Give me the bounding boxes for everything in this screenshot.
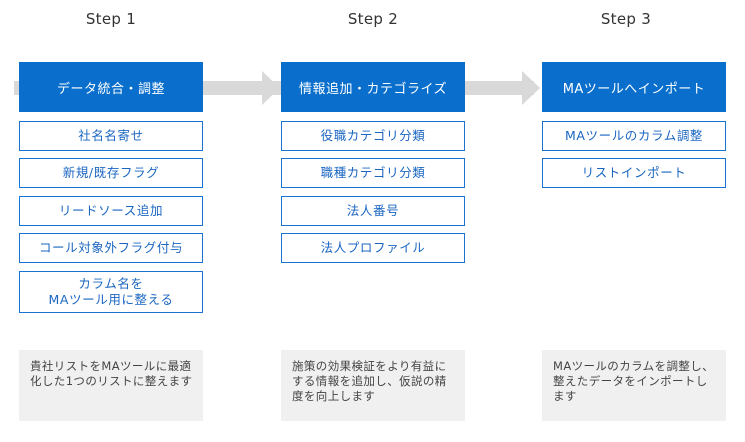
step-1-header: データ統合・調整 xyxy=(19,62,203,112)
step-1-item: 社名名寄せ xyxy=(19,121,203,151)
step-2-item: 法人番号 xyxy=(281,196,465,226)
step-1-item: カラム名を MAツール用に整える xyxy=(19,271,203,313)
step-3-item: MAツールのカラム調整 xyxy=(542,121,726,151)
step-1-item: リードソース追加 xyxy=(19,196,203,226)
step-3-item: リストインポート xyxy=(542,158,726,188)
step-1-item: コール対象外フラグ付与 xyxy=(19,233,203,263)
step-1-label: Step 1 xyxy=(85,10,137,28)
step-3-label: Step 3 xyxy=(600,10,652,28)
flow-arrow-head-2 xyxy=(522,71,540,105)
step-3-description: MAツールのカラムを調整し、整えたデータをインポートします xyxy=(542,350,726,421)
step-2-description: 施策の効果検証をより有益にする情報を追加し、仮説の精度を向上します xyxy=(281,350,465,421)
step-3-header: MAツールへインポート xyxy=(542,62,726,112)
step-2-header: 情報追加・カテゴライズ xyxy=(281,62,465,112)
step-2-label: Step 2 xyxy=(347,10,399,28)
step-2-item: 職種カテゴリ分類 xyxy=(281,158,465,188)
step-1-description: 貴社リストをMAツールに最適化した1つのリストに整えます xyxy=(19,350,203,421)
step-2-item: 役職カテゴリ分類 xyxy=(281,121,465,151)
step-1-item: 新規/既存フラグ xyxy=(19,158,203,188)
step-2-item: 法人プロファイル xyxy=(281,233,465,263)
flow-arrow-head-1 xyxy=(262,71,280,105)
